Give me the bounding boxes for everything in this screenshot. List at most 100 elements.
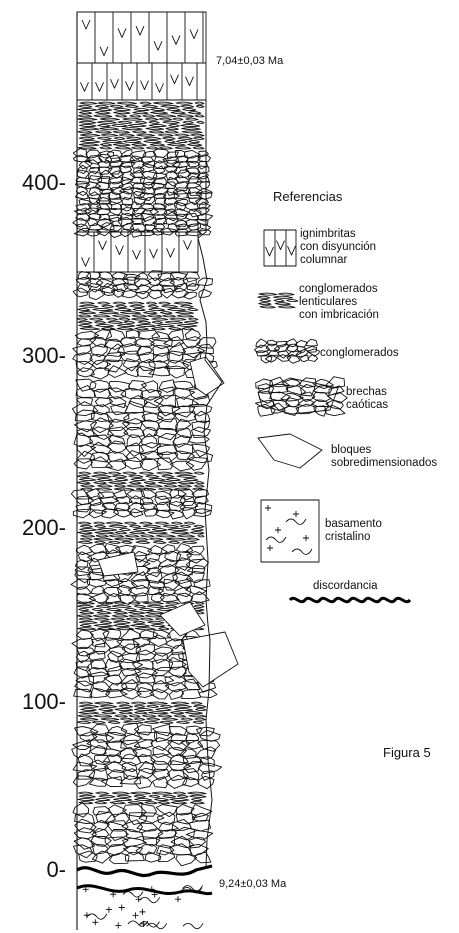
lens xyxy=(151,108,165,110)
pebble xyxy=(167,366,185,378)
lens xyxy=(165,605,176,607)
lens xyxy=(141,535,154,537)
pebble xyxy=(182,778,199,787)
unit-conglomerate-1 xyxy=(73,102,213,238)
lens xyxy=(92,721,105,723)
lens xyxy=(146,302,156,304)
unit-ignimbrite-middle xyxy=(77,232,198,272)
lens xyxy=(195,718,206,720)
lens xyxy=(174,302,192,304)
lens xyxy=(79,315,91,317)
legend-symbol-brechas xyxy=(255,377,347,417)
lens xyxy=(97,612,111,614)
lens xyxy=(134,718,145,720)
lens xyxy=(130,115,141,117)
legend-text-ignimbritas: ignimbritas con disyunción columnar xyxy=(300,228,376,267)
lens xyxy=(94,522,105,524)
lens xyxy=(79,312,96,314)
lens xyxy=(127,137,142,139)
lens xyxy=(186,118,198,120)
lens xyxy=(130,305,144,307)
legend-text-discordancia: discordancia xyxy=(313,580,378,593)
v-mark xyxy=(288,246,296,255)
v-mark xyxy=(82,257,90,266)
lens xyxy=(109,525,127,527)
lens xyxy=(274,296,293,298)
pebble xyxy=(138,330,160,339)
lens xyxy=(147,605,163,607)
pebble xyxy=(298,399,315,406)
plus-mark xyxy=(119,904,125,910)
lens xyxy=(194,605,204,607)
lens xyxy=(171,112,185,114)
lens xyxy=(113,315,130,317)
lens xyxy=(150,144,164,146)
lens xyxy=(164,485,176,487)
wavy-mark xyxy=(266,537,286,542)
lens xyxy=(148,702,168,704)
lens xyxy=(80,328,99,330)
lens xyxy=(260,299,271,301)
plus-mark xyxy=(293,511,299,517)
lens xyxy=(77,475,89,477)
lens xyxy=(159,488,173,490)
v-mark xyxy=(99,241,107,250)
pebble xyxy=(76,361,93,371)
lens xyxy=(78,108,97,110)
lens xyxy=(173,118,183,120)
v-mark xyxy=(96,82,104,91)
lens xyxy=(175,134,190,136)
pebble xyxy=(73,776,92,787)
lens xyxy=(79,618,93,620)
lens xyxy=(125,105,138,107)
lens xyxy=(98,528,117,530)
lens xyxy=(95,702,113,704)
lens xyxy=(112,615,127,617)
boulder xyxy=(183,632,238,687)
v-mark xyxy=(136,26,144,35)
pebble xyxy=(149,290,162,299)
v-mark xyxy=(156,83,164,92)
lens xyxy=(152,792,172,794)
pebble xyxy=(76,504,91,512)
lens xyxy=(138,321,150,323)
lens xyxy=(79,137,94,139)
lens xyxy=(112,792,129,794)
pebble xyxy=(186,831,212,841)
lens xyxy=(170,318,186,320)
lens xyxy=(195,115,204,117)
lens xyxy=(184,321,198,323)
lens xyxy=(176,312,194,314)
v-mark xyxy=(116,246,124,255)
unit-breccia-1 xyxy=(71,357,238,866)
pebble xyxy=(164,579,180,590)
lens xyxy=(101,134,117,136)
lens xyxy=(119,318,130,320)
lens xyxy=(169,328,181,330)
lens xyxy=(177,721,190,723)
lens xyxy=(78,115,91,117)
lens xyxy=(140,608,154,610)
lens xyxy=(146,612,164,614)
lens xyxy=(158,134,173,136)
lens xyxy=(110,802,125,804)
lens xyxy=(176,102,193,104)
lens xyxy=(117,702,130,704)
lens xyxy=(129,612,145,614)
lens xyxy=(118,324,135,326)
v-mark xyxy=(277,241,285,250)
unit-outline xyxy=(77,12,206,100)
lens xyxy=(188,112,201,114)
plus-mark xyxy=(275,527,281,533)
pebble xyxy=(90,368,109,380)
lens xyxy=(115,715,127,717)
age-label-bottom: 9,24±0,03 Ma xyxy=(219,878,286,890)
lens xyxy=(146,485,163,487)
lens xyxy=(132,318,149,320)
lens xyxy=(152,318,168,320)
pebble xyxy=(153,777,169,788)
lens xyxy=(148,621,164,623)
pebble xyxy=(94,389,111,399)
lens xyxy=(132,144,147,146)
lens xyxy=(128,302,144,304)
